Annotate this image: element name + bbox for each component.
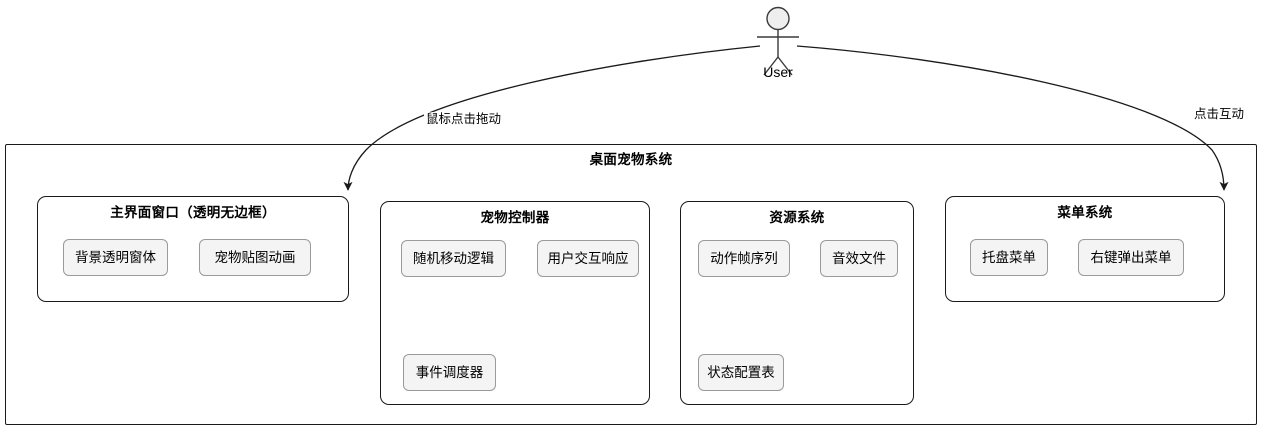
node-random-move-logic[interactable]: 随机移动逻辑 xyxy=(401,240,506,277)
node-sound-effect-file[interactable]: 音效文件 xyxy=(820,240,898,277)
edge-label-click: 点击互动 xyxy=(1192,107,1247,122)
node-context-menu[interactable]: 右键弹出菜单 xyxy=(1078,239,1184,276)
group-pet-controller-title: 宠物控制器 xyxy=(480,210,550,225)
edge-label-drag: 鼠标点击拖动 xyxy=(424,112,504,127)
node-pet-sprite-animation[interactable]: 宠物贴图动画 xyxy=(199,239,311,276)
system-boundary-box: 桌面宠物系统 xyxy=(5,144,1257,425)
node-state-config-table[interactable]: 状态配置表 xyxy=(698,354,784,391)
node-transparent-window[interactable]: 背景透明窗体 xyxy=(63,239,168,276)
system-title: 桌面宠物系统 xyxy=(589,152,673,167)
group-menu-system-title: 菜单系统 xyxy=(1057,205,1113,220)
node-tray-menu[interactable]: 托盘菜单 xyxy=(970,239,1048,276)
group-main-window-title: 主界面窗口（透明无边框） xyxy=(110,205,276,220)
node-action-frame-sequence[interactable]: 动作帧序列 xyxy=(698,240,790,277)
user-actor-label: User xyxy=(763,64,793,80)
group-resource-system-title: 资源系统 xyxy=(769,210,825,225)
node-event-scheduler[interactable]: 事件调度器 xyxy=(403,354,496,391)
node-user-interaction-response[interactable]: 用户交互响应 xyxy=(537,240,639,277)
